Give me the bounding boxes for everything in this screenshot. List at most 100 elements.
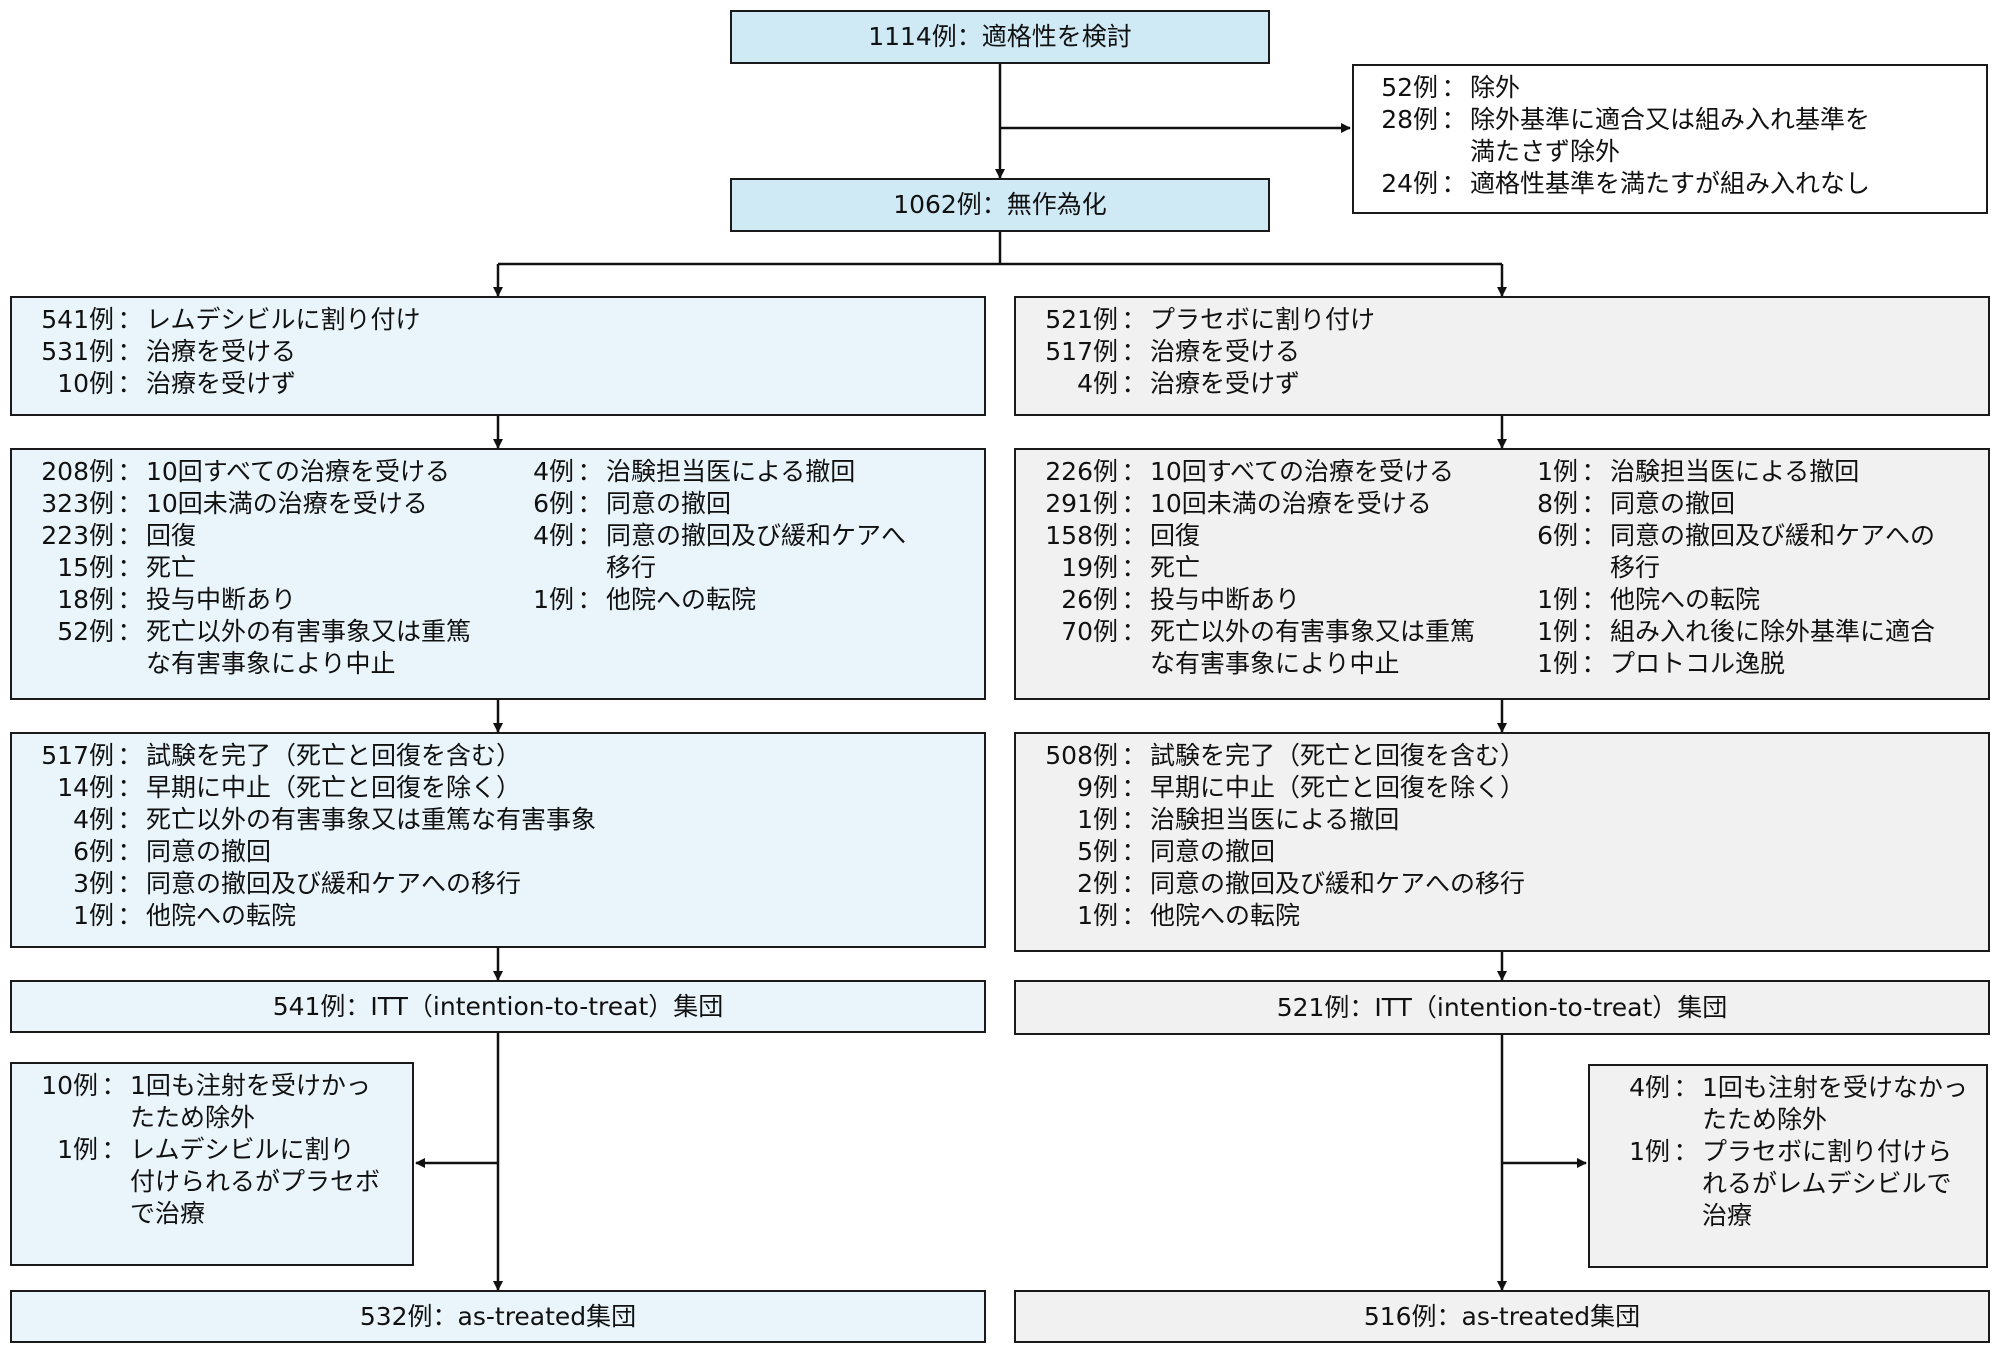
list-item: 26例：投与中断あり (1036, 584, 1518, 616)
separator: ： (577, 585, 603, 614)
list-item: 1例：他院への転院 (514, 584, 906, 616)
count-label: 18例 (57, 585, 114, 614)
separator (98, 1102, 130, 1134)
list-item: 3例：同意の撤回及び緩和ケアへの移行 (32, 868, 984, 900)
count-label (1518, 552, 1578, 584)
separator: ： (1121, 585, 1147, 614)
list-item: 治療 (1610, 1200, 1986, 1232)
separator: ： (1581, 489, 1607, 518)
count-label: 1例 (1537, 585, 1578, 614)
item-text: 除外 (1470, 73, 1521, 102)
separator: ： (1121, 489, 1147, 518)
count-label (32, 1102, 98, 1134)
item-text: 他院への転院 (146, 901, 297, 930)
separator: ： (117, 901, 143, 930)
item-text: 10回未満の治療を受ける (1150, 489, 1432, 518)
item-text: 試験を完了（死亡と回復を含む） (1150, 741, 1526, 770)
count-label: 52例 (57, 617, 114, 646)
count-label: 70例 (1061, 617, 1118, 646)
item-text: で治療 (130, 1199, 206, 1228)
count-label: 541例 (41, 305, 114, 334)
separator: ： (117, 617, 143, 646)
separator: ： (1581, 649, 1607, 678)
separator (1670, 1104, 1702, 1136)
separator: ： (1121, 369, 1147, 398)
count-label (1610, 1104, 1670, 1136)
separator: ： (1121, 901, 1147, 930)
count-label: 24例 (1381, 169, 1438, 198)
separator: ： (1121, 805, 1147, 834)
list-item: 517例：試験を完了（死亡と回復を含む） (32, 740, 984, 772)
item-text: 治療 (1702, 1201, 1753, 1230)
list-item: 1例：他院への転院 (1518, 584, 1935, 616)
count-label: 26例 (1061, 585, 1118, 614)
separator: ： (1121, 741, 1147, 770)
item-text: 投与中断あり (146, 585, 297, 614)
count-label: 4例 (73, 805, 114, 834)
item-text: プラセボに割り付け (1150, 305, 1376, 334)
list-item: 6例：同意の撤回 (32, 836, 984, 868)
list-item: 1例：治験担当医による撤回 (1518, 456, 1935, 488)
list-item: 52例：死亡以外の有害事象又は重篤 (32, 616, 514, 648)
placebo-itt-label: 521例：ITT（intention-to-treat）集団 (1276, 992, 1728, 1022)
item-text: 他院への転院 (1150, 901, 1301, 930)
item-text: たため除外 (1702, 1105, 1828, 1134)
list-item: 4例：同意の撤回及び緩和ケアへ (514, 520, 906, 552)
item-text: 付けられるがプラセボ (130, 1167, 381, 1196)
item-text: 死亡 (146, 553, 197, 582)
count-label: 4例 (533, 457, 574, 486)
item-text: 治験担当医による撤回 (606, 457, 856, 486)
item-text: 投与中断あり (1150, 585, 1301, 614)
list-item: 208例：10回すべての治療を受ける (32, 456, 514, 488)
list-item: 5例：同意の撤回 (1036, 836, 1988, 868)
count-label: 4例 (1077, 369, 1118, 398)
count-label (1610, 1200, 1670, 1232)
list-item: 18例：投与中断あり (32, 584, 514, 616)
remdesivir-completion-box: 517例：試験を完了（死亡と回復を含む）14例：早期に中止（死亡と回復を除く）4… (10, 732, 986, 948)
list-item: 移行 (1518, 552, 1935, 584)
item-text: 移行 (1610, 553, 1661, 582)
list-item: 291例：10回未満の治療を受ける (1036, 488, 1518, 520)
list-item: 6例：同意の撤回及び緩和ケアへの (1518, 520, 1935, 552)
separator: ： (1121, 837, 1147, 866)
separator: ： (1121, 521, 1147, 550)
item-text: 他院への転院 (1610, 585, 1761, 614)
list-item: 541例：レムデシビルに割り付け (32, 304, 984, 336)
separator: ： (117, 521, 143, 550)
separator: ： (1121, 617, 1147, 646)
count-label: 8例 (1537, 489, 1578, 518)
item-text: 除外基準に適合又は組み入れ基準を (1470, 105, 1871, 134)
separator: ： (1673, 1137, 1699, 1166)
list-item: 226例：10回すべての治療を受ける (1036, 456, 1518, 488)
count-label: 14例 (57, 773, 114, 802)
count-label: 226例 (1045, 457, 1118, 486)
count-label: 223例 (41, 521, 114, 550)
list-item: な有害事象により中止 (1036, 648, 1518, 680)
separator: ： (1121, 337, 1147, 366)
list-item: 531例：治療を受ける (32, 336, 984, 368)
separator: ： (577, 521, 603, 550)
item-text: 治療を受ける (1150, 337, 1301, 366)
separator (574, 552, 606, 584)
remdesivir-itt-box: 541例：ITT（intention-to-treat）集団 (10, 980, 986, 1033)
count-label (32, 1166, 98, 1198)
separator: ： (101, 1071, 127, 1100)
list-item: 70例：死亡以外の有害事象又は重篤 (1036, 616, 1518, 648)
separator: ： (1441, 73, 1467, 102)
list-item: 満たさず除外 (1374, 136, 1986, 168)
list-item: 52例：除外 (1374, 72, 1986, 104)
count-label: 4例 (533, 521, 574, 550)
separator: ： (1121, 869, 1147, 898)
count-label: 6例 (533, 489, 574, 518)
item-text: 同意の撤回 (1610, 489, 1736, 518)
list-item: 移行 (514, 552, 906, 584)
list-item: 付けられるがプラセボ (32, 1166, 412, 1198)
separator: ： (1441, 169, 1467, 198)
separator (1578, 552, 1610, 584)
separator: ： (117, 489, 143, 518)
